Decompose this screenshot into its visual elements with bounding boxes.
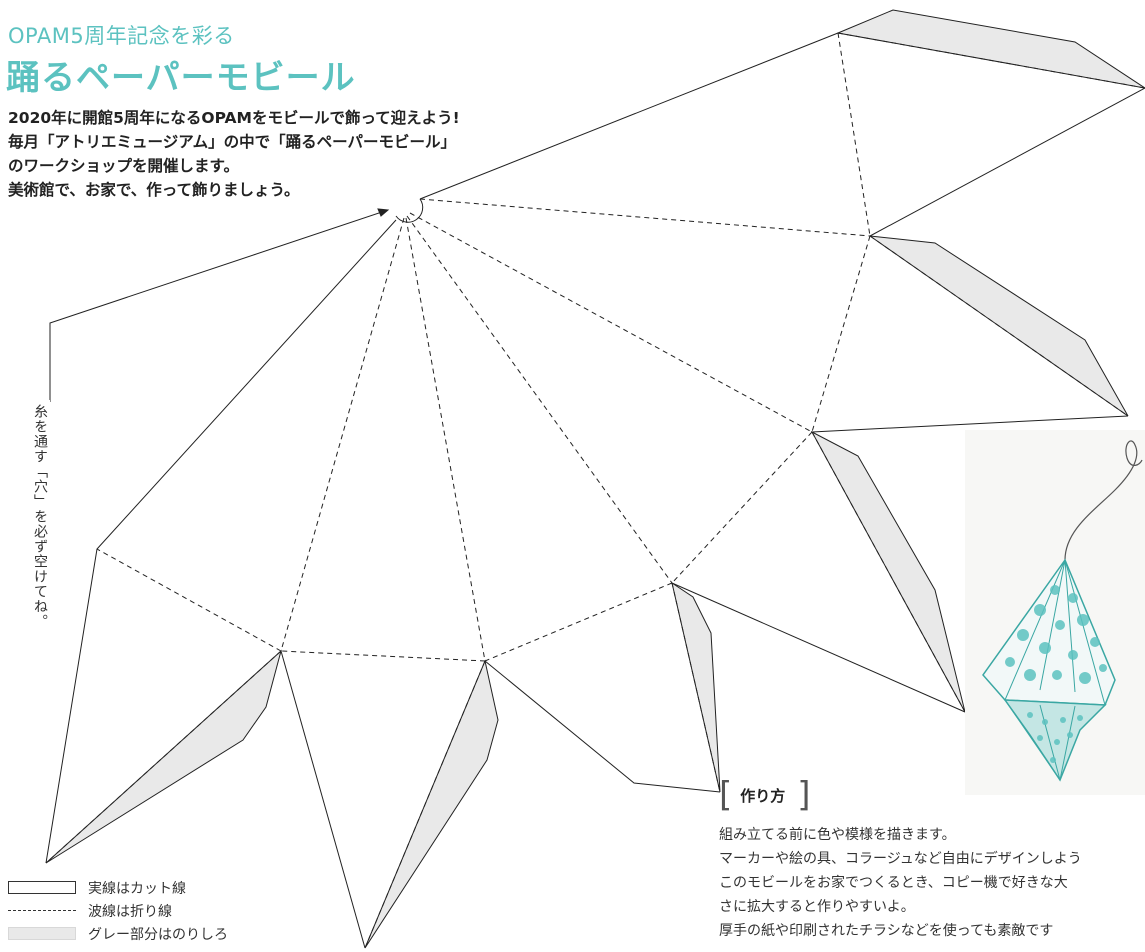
howto-heading: [ 作り方 ] xyxy=(719,778,811,812)
howto-line: 厚手の紙や印刷されたチラシなどを使っても素敵です xyxy=(719,923,1054,939)
page-subtitle: OPAM5周年記念を彩る xyxy=(8,24,235,48)
legend-label: グレー部分はのりしろ xyxy=(88,926,228,943)
polka-dots xyxy=(1005,585,1107,763)
fold-line xyxy=(811,431,966,713)
bracket-close-icon: ] xyxy=(797,775,811,815)
legend-label: 波線は折り線 xyxy=(88,903,172,920)
intro-line: のワークショップを開催します。 xyxy=(8,157,239,175)
hang-hole xyxy=(395,198,424,223)
cut-line xyxy=(869,87,1145,237)
fold-line xyxy=(45,650,282,864)
fold-line xyxy=(419,198,871,237)
hole-note: 糸を通す「穴」を必ず空けてね。 xyxy=(30,400,50,633)
arrow-head xyxy=(377,208,390,217)
howto-line: さに拡大すると作りやすいよ。 xyxy=(719,899,915,915)
bracket-open-icon: [ xyxy=(719,775,733,815)
glue-tab xyxy=(671,581,721,793)
cut-line xyxy=(45,219,397,864)
legend-item-solid: 実線はカット線 xyxy=(8,876,228,899)
fold-line xyxy=(406,215,673,584)
gray-area-swatch xyxy=(8,927,76,940)
fold-line xyxy=(364,660,486,949)
thread-icon xyxy=(1064,440,1143,561)
thread-leader-line xyxy=(49,211,383,402)
legend-item-dashed: 波線は折り線 xyxy=(8,899,228,922)
glue-tab xyxy=(364,659,499,949)
glue-tab xyxy=(810,430,966,713)
howto-line: このモビールをお家でつくるとき、コピー機で好きな大 xyxy=(719,875,1068,891)
fold-line xyxy=(409,212,813,433)
fold-line xyxy=(837,32,871,237)
cut-line xyxy=(484,660,721,793)
cut-line xyxy=(280,650,366,949)
intro-line: 2020年に開館5周年になるOPAMをモビールで飾って迎えよう! xyxy=(8,109,460,127)
page-title: 踊るペーパーモビール xyxy=(6,58,356,98)
legend-label: 実線はカット線 xyxy=(88,880,186,897)
fold-line xyxy=(405,217,486,662)
mobile-facet-lines xyxy=(1004,559,1106,706)
fold-line xyxy=(280,650,486,662)
cut-line xyxy=(811,415,1129,433)
intro-text: 2020年に開館5周年になるOPAMをモビールで飾って迎えよう! 毎月「アトリエ… xyxy=(8,106,460,202)
fold-line xyxy=(869,235,1129,417)
howto-line: 組み立てる前に色や模様を描きます。 xyxy=(719,827,956,843)
howto-line: マーカーや絵の具、コラージュなど自由にデザインしよう xyxy=(719,851,1082,867)
intro-line: 毎月「アトリエミュージアム」の中で「踊るペーパーモビール」 xyxy=(8,133,456,151)
glue-tab xyxy=(836,9,1145,89)
fold-line xyxy=(671,431,813,584)
mobile-illustration xyxy=(965,430,1145,795)
legend: 実線はカット線 波線は折り線 グレー部分はのりしろ xyxy=(8,876,228,945)
fold-line xyxy=(837,32,1145,89)
mobile-lower-facets xyxy=(1004,699,1076,781)
fold-line xyxy=(280,217,405,652)
solid-line-swatch xyxy=(8,881,76,894)
fold-line xyxy=(484,582,673,662)
dashed-line-swatch xyxy=(8,910,76,911)
fold-line xyxy=(811,235,871,433)
legend-item-gray: グレー部分はのりしろ xyxy=(8,922,228,945)
cut-line xyxy=(671,582,966,713)
intro-line: 美術館で、お家で、作って飾りましょう。 xyxy=(8,181,300,199)
howto-body: 組み立てる前に色や模様を描きます。 マーカーや絵の具、コラージュなど自由にデザイ… xyxy=(719,823,1145,943)
cut-line xyxy=(419,32,839,200)
fold-line xyxy=(96,548,282,652)
howto-heading-label: 作り方 xyxy=(740,786,786,805)
